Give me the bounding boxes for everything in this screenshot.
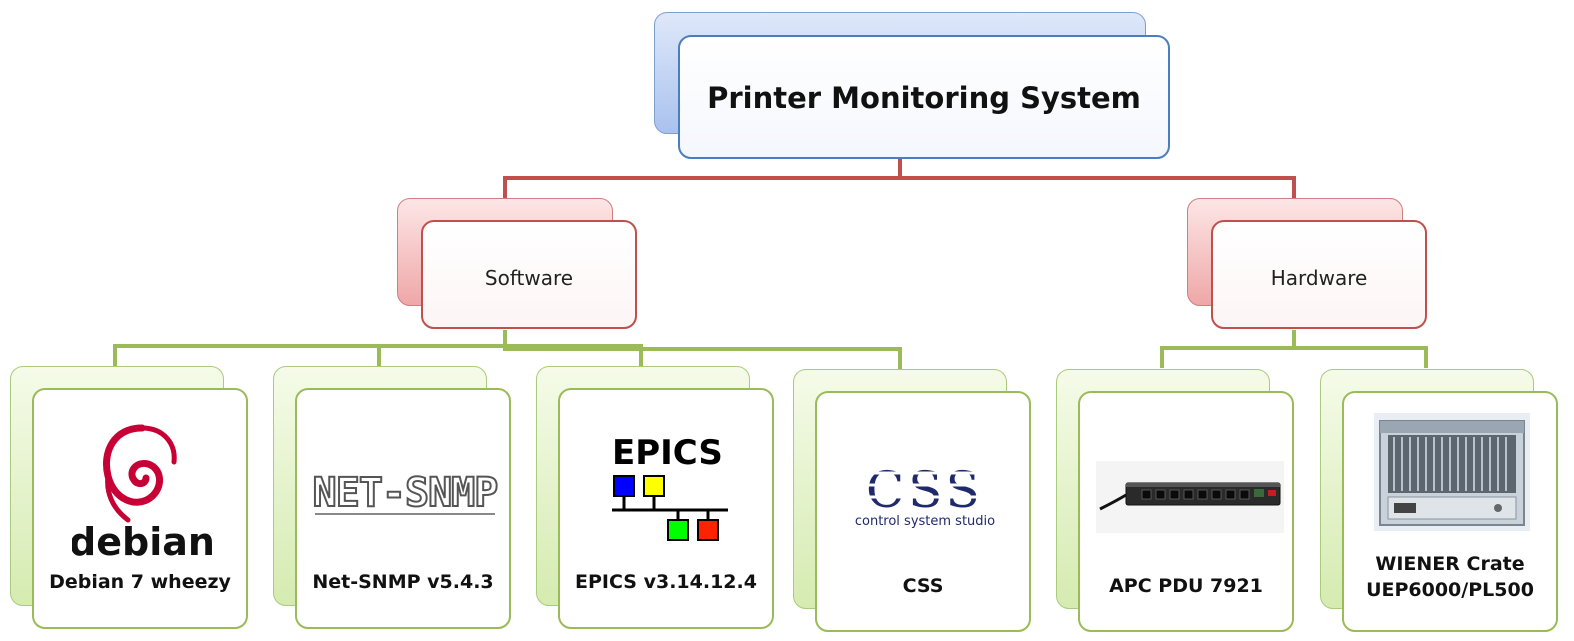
root-node-card: Printer Monitoring System [678,35,1170,159]
netsnmp-logo: NET-SNMP [307,462,503,522]
epics-label: EPICS v3.14.12.4 [575,571,757,593]
epics-green-block [667,519,689,541]
pdu-photo [1096,461,1284,533]
debian-node-card: debian Debian 7 wheezy [32,388,248,629]
css-subtitle: control system studio [855,514,995,529]
epics-logo-graphic: EPICS [612,433,728,541]
debian-logo: debian [72,416,212,561]
css-wordmark: CSS [866,463,984,519]
css-logo-graphic: CSS control system studio [855,463,995,529]
css-label: CSS [902,575,944,597]
epics-yellow-block [643,475,665,497]
net-snmp-logo: NET-SNMP [312,469,500,517]
software-node-card: Software [421,220,637,329]
pdu-image [1096,461,1284,533]
netsnmp-label: Net-SNMP v5.4.3 [312,571,494,593]
crate-label: WIENER Crate UEP6000/PL500 [1366,553,1534,601]
netsnmp-wordmark: NET-SNMP [313,470,498,516]
crate-node-card: WIENER Crate UEP6000/PL500 [1342,391,1558,632]
debian-label: Debian 7 wheezy [49,571,231,593]
pdu-node-card: APC PDU 7921 [1078,391,1294,632]
epics-red-block [697,519,719,541]
hardware-node-card: Hardware [1211,220,1427,329]
root-connectors [503,158,1296,198]
hardware-connectors [1160,330,1428,368]
css-node-card: CSS control system studio CSS [815,391,1031,632]
epics-logo: EPICS [606,430,736,550]
netsnmp-node-card: NET-SNMP Net-SNMP v5.4.3 [295,388,511,629]
software-connectors [113,330,902,369]
debian-swirl-icon: debian [72,424,212,561]
pdu-label: APC PDU 7921 [1109,575,1263,597]
crate-image [1374,413,1530,531]
css-logo: CSS control system studio [851,463,999,533]
epics-node-card: EPICS EPICS v3.14.12.4 [558,388,774,629]
root-title: Printer Monitoring System [707,81,1141,115]
software-title: Software [484,266,574,290]
epics-blue-block [613,475,635,497]
crate-photo [1374,413,1530,531]
epics-wordmark: EPICS [612,433,723,473]
debian-wordmark: debian [72,520,212,561]
hardware-title: Hardware [1270,266,1368,290]
